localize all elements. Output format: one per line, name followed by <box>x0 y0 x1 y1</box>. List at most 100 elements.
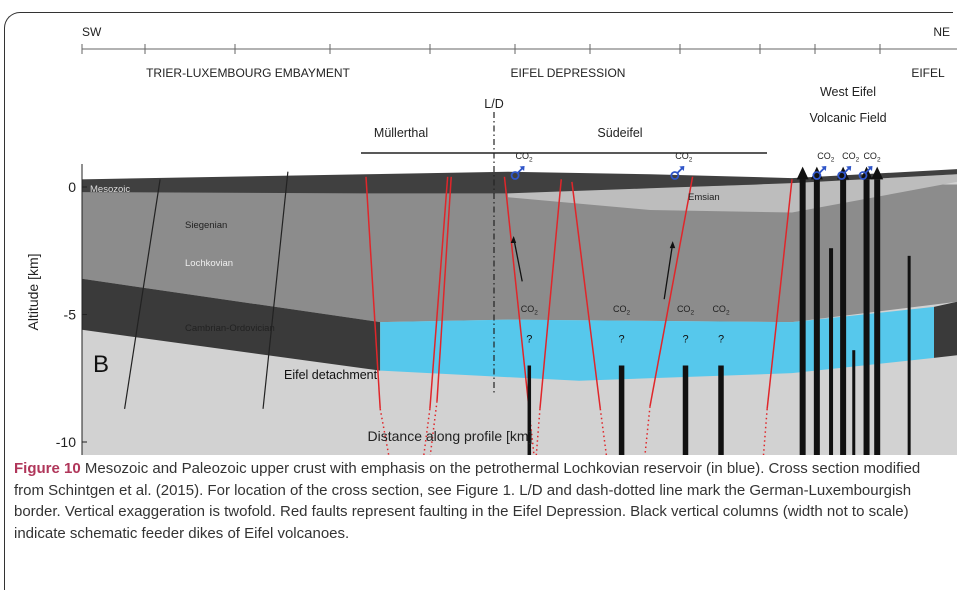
co2-vent-circle <box>812 171 822 180</box>
figure-caption: Figure 10 Mesozoic and Paleozoic upper c… <box>14 458 939 544</box>
co2-subscript: 2 <box>529 156 533 163</box>
mesozoic-layer <box>82 169 957 194</box>
question-mark: ? <box>682 334 688 346</box>
ne-label: NE <box>933 25 950 39</box>
movement-arrowhead <box>669 241 676 249</box>
red-fault-dotted <box>644 406 651 455</box>
co2-reservoir-label: CO2 <box>521 304 539 317</box>
lochkovian-dark-west <box>82 278 381 371</box>
co2-reservoir-label: CO2 <box>613 304 631 317</box>
co2-surface-label: CO2 <box>675 151 693 164</box>
region-eifel-depression: EIFEL DEPRESSION <box>511 66 626 80</box>
geology-layers <box>82 169 957 455</box>
red-fault-dotted <box>535 408 541 455</box>
volcanic-dike <box>907 255 911 455</box>
volcanic-dike <box>874 179 881 455</box>
volcanic-dike <box>813 179 820 455</box>
red-fault <box>571 181 602 409</box>
subregion-sudeifel: Südeifel <box>597 126 642 140</box>
volcanic-dike <box>840 179 847 455</box>
black-fault <box>262 171 289 409</box>
border-label: L/D <box>484 97 503 111</box>
figure-frame <box>4 12 953 590</box>
x-axis-title: Distance along profile [km] <box>368 428 533 444</box>
siegenian-layer <box>82 184 957 323</box>
lochkovian-dark-east <box>934 301 957 358</box>
subregion-mullerthal: Müllerthal <box>374 126 428 140</box>
reservoir-column <box>718 365 724 455</box>
region-trier-luxembourg: TRIER-LUXEMBOURG EMBAYMENT <box>146 66 350 80</box>
movement-arrow <box>663 243 674 300</box>
volcano-cone <box>810 166 823 180</box>
co2-subscript: 2 <box>689 156 693 163</box>
reservoir-column <box>618 365 625 455</box>
co2-reservoir-label: CO2 <box>677 304 695 317</box>
red-fault <box>503 176 531 412</box>
cross-section-figure: SW NE TRIER-LUXEMBOURG EMBAYMENT EIFEL D… <box>25 25 957 455</box>
co2-vent-circle <box>670 171 680 180</box>
fault-lines <box>365 176 793 455</box>
layer-label-siegenian: Siegenian <box>185 220 227 231</box>
question-mark: ? <box>718 334 724 346</box>
sw-label: SW <box>82 25 102 39</box>
volcanic-dike <box>799 179 806 455</box>
movement-arrow <box>513 237 523 282</box>
red-fault-dotted <box>423 408 431 455</box>
co2-vent-arrowhead <box>821 166 827 172</box>
co2-surface-label: CO2 <box>863 151 881 164</box>
west-eifel-label-2: Volcanic Field <box>809 111 886 125</box>
y-tick-label: -5 <box>64 307 77 323</box>
co2-surface-label: CO2 <box>516 151 534 164</box>
red-fault-dotted <box>429 401 438 455</box>
co2-subscript: 2 <box>534 309 538 316</box>
red-fault <box>649 176 694 407</box>
volcano-cone <box>871 166 884 180</box>
red-fault <box>365 176 381 409</box>
co2-vent-arrowhead <box>519 166 525 172</box>
y-tick-label: -10 <box>56 434 76 450</box>
red-fault-dotted <box>379 408 390 455</box>
red-fault <box>429 176 449 409</box>
layer-label-mesozoic: Mesozoic <box>90 184 130 195</box>
black-fault <box>124 179 161 409</box>
volcano-cone <box>796 166 809 180</box>
volcanic-dike <box>863 179 870 455</box>
movement-arrowhead <box>510 236 517 243</box>
co2-vent-circle <box>837 171 847 180</box>
red-fault <box>766 179 793 409</box>
co2-subscript: 2 <box>726 309 730 316</box>
caption-figure-label: Figure 10 <box>14 460 81 477</box>
question-mark: ? <box>619 334 625 346</box>
reservoir-column <box>682 365 689 455</box>
y-tick-label: 0 <box>68 179 76 195</box>
y-axis-title: Altitude [km] <box>25 253 41 330</box>
reservoir-column <box>527 365 532 455</box>
west-eifel-label-1: West Eifel <box>820 85 876 99</box>
panel-label: B <box>93 351 109 378</box>
red-fault <box>539 179 562 409</box>
co2-vent-arrowhead <box>867 166 873 172</box>
co2-surface-label: CO2 <box>842 151 860 164</box>
axes: 01020304050607080901001101200-5-10-15 <box>56 164 87 455</box>
co2-surface-label: CO2 <box>817 151 835 164</box>
co2-subscript: 2 <box>877 156 881 163</box>
co2-reservoir-label: CO2 <box>712 304 730 317</box>
co2-subscript: 2 <box>831 156 835 163</box>
co2-subscript: 2 <box>856 156 860 163</box>
co2-vent-arrowhead <box>679 166 685 172</box>
red-fault-dotted <box>599 408 608 455</box>
co2-vent-circle <box>510 171 520 180</box>
co2-vent-circle <box>858 171 868 180</box>
lochkovian-reservoir <box>380 306 934 381</box>
volcanic-dike <box>829 248 834 455</box>
question-mark: ? <box>526 334 532 346</box>
eifel-detachment-label: Eifel detachment <box>284 368 378 382</box>
red-fault-dotted <box>762 408 768 455</box>
top-ticks <box>81 44 881 54</box>
co2-subscript: 2 <box>627 309 631 316</box>
caption-text: Mesozoic and Paleozoic upper crust with … <box>14 460 921 542</box>
volcanic-dike <box>852 350 856 455</box>
layer-label-emsian: Emsian <box>688 192 720 203</box>
co2-vent-arrowhead <box>846 166 852 172</box>
